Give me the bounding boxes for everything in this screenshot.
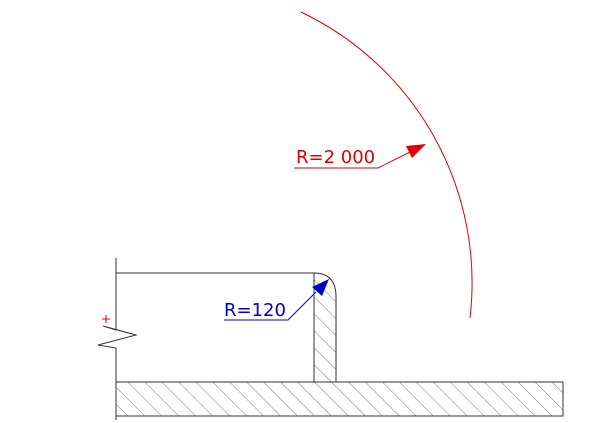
small-radius-label: R=120 [224,300,286,321]
large-radius-label: R=2 000 [296,147,375,168]
small-radius-leader [224,291,317,321]
small-radius-arrowhead [312,279,329,296]
large-radius-leader [294,151,411,169]
large-radius-arrowhead [406,144,426,158]
center-mark [102,315,110,323]
break-line [97,258,138,420]
base-plate [115,381,564,417]
large-radius-arc [300,11,473,319]
